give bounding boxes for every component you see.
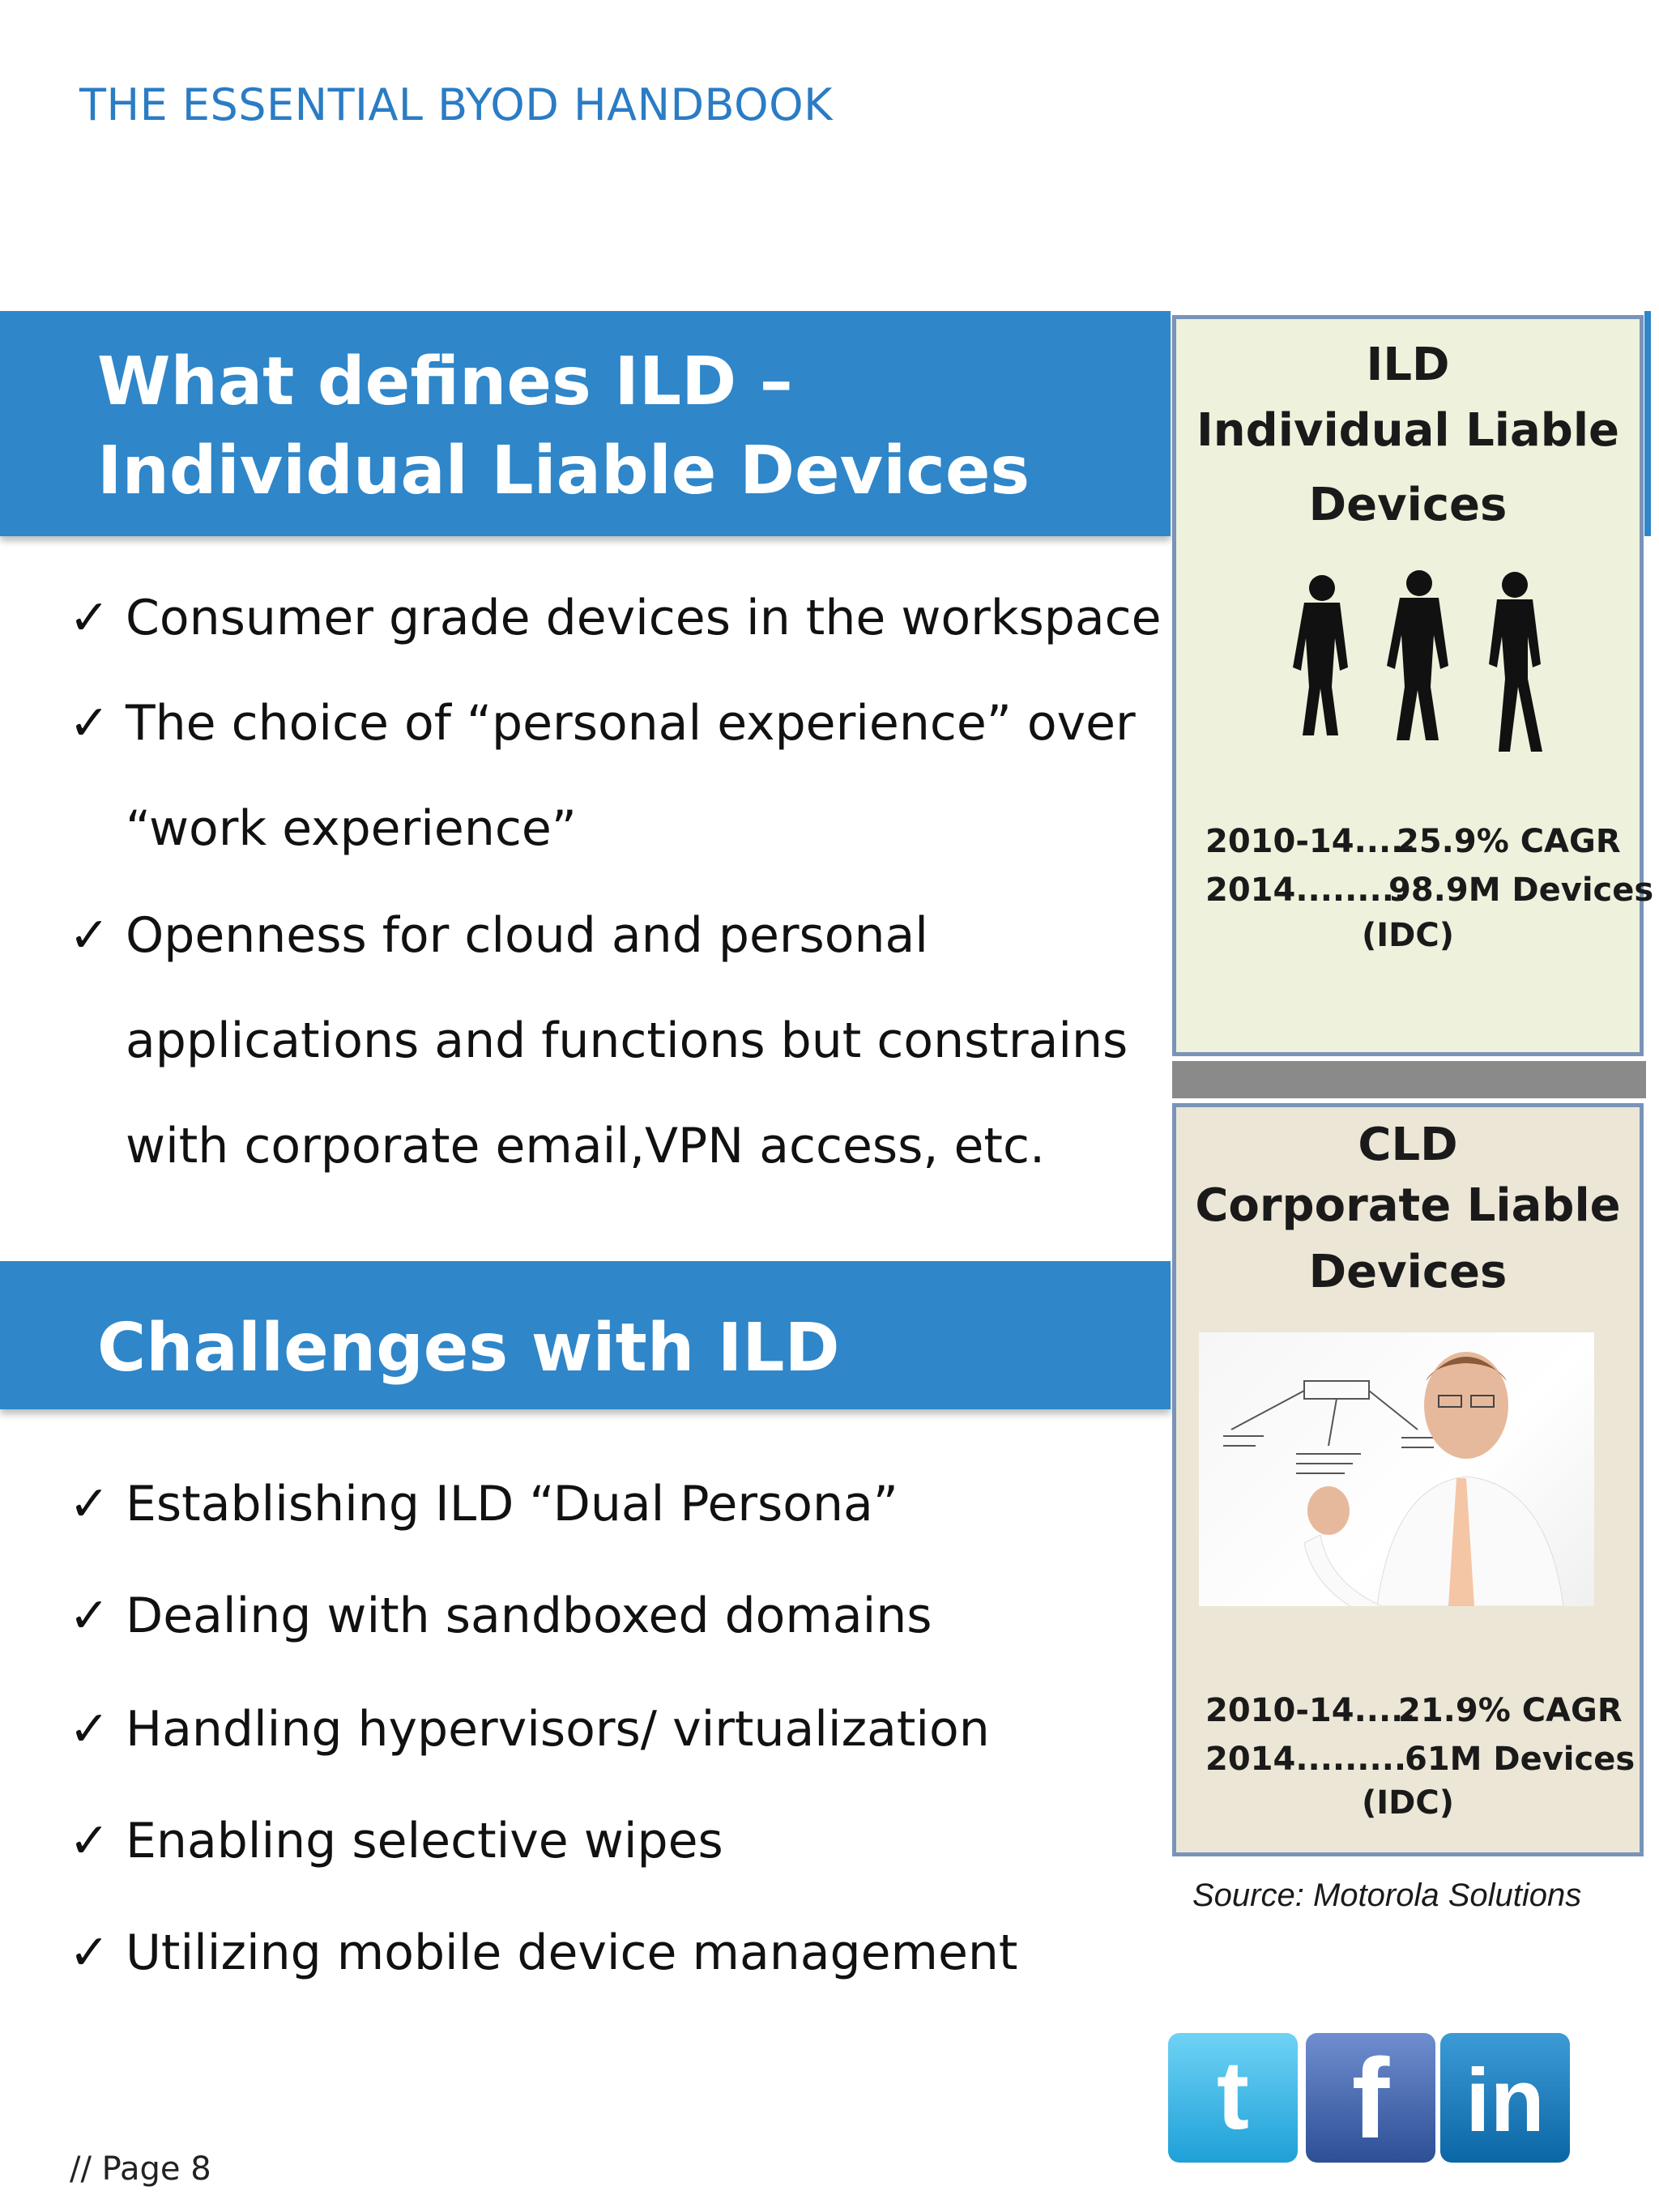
stat-year: 2014......... — [1205, 1741, 1407, 1778]
stat-period: 2010-14..... — [1205, 1692, 1416, 1729]
check-icon: ✓ — [69, 1924, 110, 1981]
check-icon: ✓ — [69, 695, 110, 752]
section-title-line1: What defines ILD – — [97, 343, 793, 420]
section-banner-ild: What defines ILD – Individual Liable Dev… — [0, 311, 1171, 536]
handbook-title: THE ESSENTIAL BYOD HANDBOOK — [79, 79, 834, 130]
section-title-line2: Individual Liable Devices — [97, 433, 1030, 509]
stat-source: (IDC) — [1361, 1784, 1454, 1822]
facebook-icon[interactable]: f — [1306, 2033, 1435, 2163]
ild-stats-card: ILD Individual Liable Devices 2010-14...… — [1172, 315, 1653, 1056]
businessman-photo — [1199, 1332, 1594, 1609]
card-full-name-line2: Devices — [1308, 479, 1508, 531]
check-icon: ✓ — [69, 1701, 110, 1758]
stat-year: 2014......... — [1205, 872, 1407, 909]
list-item: ✓The choice of “personal experience” ove… — [69, 695, 1136, 752]
check-icon: ✓ — [69, 1588, 110, 1644]
card-full-name: Corporate Liable — [1195, 1179, 1621, 1232]
stat-cagr: 25.9% CAGR — [1397, 823, 1621, 860]
list-item: ✓Openness for cloud and personal — [69, 907, 928, 964]
card-divider — [1172, 1061, 1646, 1098]
list-item: ✓Utilizing mobile device management — [69, 1924, 1018, 1981]
section-banner-challenges: Challenges with ILD — [0, 1261, 1171, 1409]
list-item: ✓Dealing with sandboxed domains — [69, 1588, 932, 1644]
list-item-continuation: with corporate email,VPN access, etc. — [126, 1118, 1046, 1174]
stat-cagr: 21.9% CAGR — [1398, 1692, 1623, 1729]
page-number: // Page 8 — [70, 2150, 211, 2188]
card-abbreviation: ILD — [1366, 339, 1450, 391]
card-full-name-line2: Devices — [1308, 1246, 1508, 1298]
list-item: ✓Handling hypervisors/ virtualization — [69, 1701, 990, 1758]
twitter-icon[interactable]: t — [1168, 2033, 1298, 2163]
card-abbreviation: CLD — [1358, 1119, 1458, 1171]
list-item: ✓Establishing ILD “Dual Persona” — [69, 1476, 898, 1532]
stat-devices: 61M Devices — [1405, 1741, 1636, 1778]
card-full-name: Individual Liable — [1196, 404, 1620, 457]
check-icon: ✓ — [69, 1813, 110, 1869]
source-note: Source: Motorola Solutions — [1192, 1877, 1582, 1913]
people-silhouettes-icon — [1293, 570, 1542, 752]
list-item: ✓Enabling selective wipes — [69, 1813, 723, 1869]
stat-period: 2010-14..... — [1205, 823, 1416, 860]
stat-source: (IDC) — [1361, 917, 1454, 954]
check-icon: ✓ — [69, 590, 110, 646]
check-icon: ✓ — [69, 907, 110, 964]
stat-devices: 98.9M Devices — [1388, 872, 1654, 909]
banner-edge — [1644, 311, 1651, 536]
linkedin-icon[interactable]: in — [1440, 2033, 1570, 2163]
cld-stats-card: CLD Corporate Liable Devices — [1172, 1103, 1644, 1856]
section-title: Challenges with ILD — [97, 1310, 840, 1387]
check-icon: ✓ — [69, 1476, 110, 1532]
list-item: ✓Consumer grade devices in the workspace — [69, 590, 1162, 646]
list-item-continuation: applications and functions but constrain… — [126, 1012, 1128, 1069]
list-item-continuation: “work experience” — [126, 800, 577, 857]
